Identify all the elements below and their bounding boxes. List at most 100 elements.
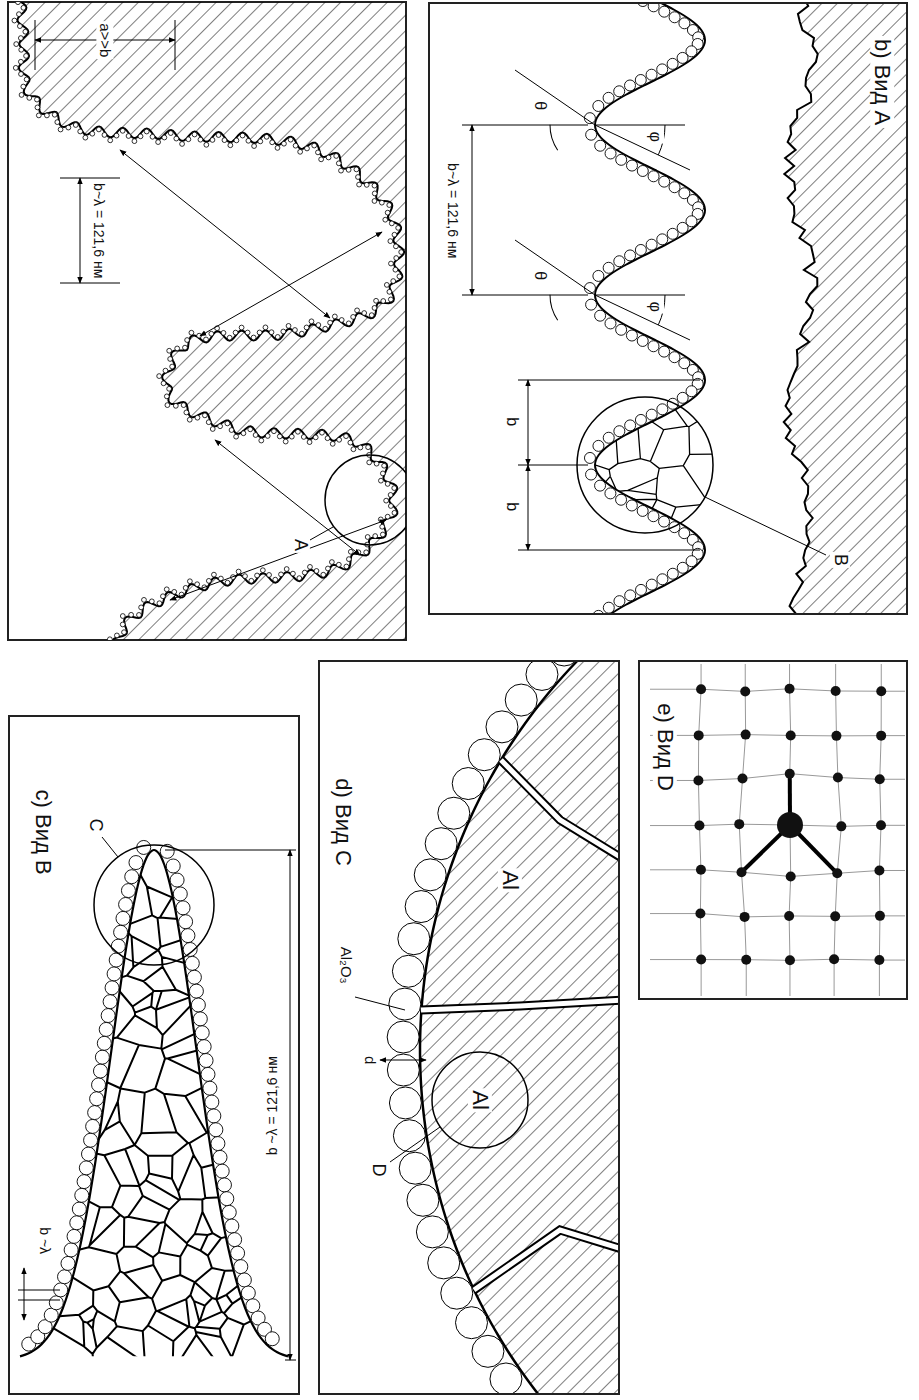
drawing-part — [167, 386, 172, 391]
drawing-part — [180, 142, 185, 147]
drawing-part — [209, 1123, 223, 1137]
drawing-part — [737, 867, 747, 877]
drawing-part — [876, 686, 886, 696]
drawing-part — [388, 504, 393, 509]
drawing-part — [201, 1067, 215, 1081]
drawing-part — [326, 566, 331, 571]
drawing-part — [667, 398, 678, 409]
drawing-part — [705, 497, 826, 555]
drawing-part — [334, 154, 339, 159]
drawing-part — [381, 299, 386, 304]
drawing-part — [195, 415, 200, 420]
drawing-part — [173, 403, 178, 408]
drawing-part — [650, 735, 905, 736]
drawing-part — [648, 341, 659, 352]
drawing-part — [635, 414, 646, 425]
drawing-part — [185, 338, 190, 343]
drawing-part — [15, 2, 404, 640]
drawing-part — [784, 2, 908, 615]
drawing-part — [81, 1147, 95, 1161]
drawing-part — [203, 1081, 217, 1095]
drawing-part — [777, 812, 803, 838]
drawing-part — [27, 95, 32, 100]
drawing-part — [126, 134, 131, 139]
drawing-part — [264, 134, 269, 139]
drawing-part — [784, 2, 818, 615]
drawing-part — [365, 535, 370, 540]
drawing-part — [198, 137, 203, 142]
drawing-part — [393, 267, 398, 272]
drawing-part — [833, 773, 843, 783]
drawing-part — [312, 143, 317, 148]
drawing-part — [36, 113, 41, 118]
drawing-part — [60, 283, 120, 284]
drawing-part — [650, 870, 905, 877]
drawing-part — [245, 330, 250, 335]
drawing-part — [626, 160, 637, 171]
drawing-part — [603, 602, 614, 613]
drawing-part — [472, 1335, 504, 1367]
drawing-part — [388, 493, 393, 498]
drawing-part — [58, 127, 63, 132]
drawing-part — [120, 128, 125, 133]
drawing-part — [452, 768, 484, 800]
drawing-part — [648, 2, 659, 12]
drawing-part — [526, 660, 558, 690]
drawing-part — [108, 138, 113, 143]
drawing-part — [515, 240, 595, 295]
drawing-part — [677, 392, 688, 403]
drawing-part — [358, 445, 363, 450]
drawing-part — [616, 154, 627, 165]
drawing-part — [635, 244, 646, 255]
drawing-part — [243, 574, 248, 579]
drawing-part — [625, 420, 636, 431]
drawing-part — [17, 12, 22, 17]
drawing-part — [204, 337, 209, 342]
drawing-part — [657, 404, 668, 415]
drawing-part — [320, 430, 325, 435]
drawing-part — [204, 142, 209, 147]
drawing-part — [695, 909, 705, 919]
drawing-part — [337, 437, 342, 442]
drawing-part — [586, 299, 597, 310]
drawing-part — [328, 320, 333, 325]
drawing-part — [157, 601, 162, 606]
drawing-part — [490, 1363, 522, 1395]
drawing-part — [734, 819, 744, 829]
drawing-part — [362, 311, 367, 316]
drawing-part — [669, 522, 680, 533]
figure-label: φ — [646, 300, 664, 314]
drawing-part — [389, 988, 421, 1020]
drawing-part — [170, 520, 386, 600]
drawing-part — [595, 310, 606, 321]
drawing-part — [326, 155, 331, 160]
drawing-part — [336, 562, 341, 567]
drawing-part — [356, 175, 361, 180]
drawing-part — [55, 120, 60, 125]
drawing-part — [149, 599, 154, 604]
drawing-part — [659, 176, 670, 187]
drawing-part — [273, 577, 278, 582]
drawing-part — [438, 797, 470, 829]
drawing-part — [505, 684, 537, 716]
drawing-part — [646, 579, 657, 590]
drawing-part — [173, 887, 187, 901]
drawing-part — [364, 182, 369, 187]
drawing-part — [163, 368, 168, 373]
drawing-part — [379, 200, 384, 205]
drawing-part — [129, 612, 134, 617]
drawing-part — [293, 328, 298, 333]
ripple-profile — [462, 2, 908, 615]
drawing-part — [95, 1050, 109, 1064]
drawing-part — [237, 1273, 251, 1287]
drawing-part — [831, 686, 841, 696]
drawing-part — [16, 2, 21, 5]
drawing-part — [229, 428, 234, 433]
drawing-part — [379, 478, 384, 483]
drawing-part — [595, 125, 685, 126]
drawing-part — [595, 480, 606, 491]
drawing-part — [669, 352, 680, 363]
drawing-part — [168, 131, 173, 136]
drawing-part — [624, 80, 635, 91]
drawing-part — [183, 585, 188, 590]
